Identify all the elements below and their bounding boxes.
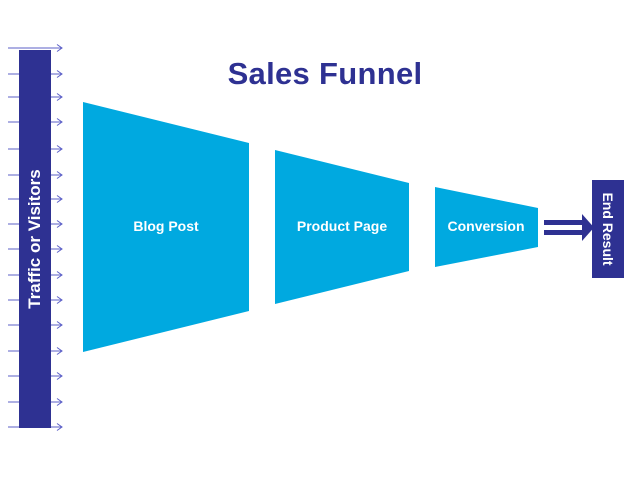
- end-result-bar: [592, 180, 624, 278]
- stage-label-product-page: Product Page: [296, 218, 388, 234]
- page-title: Sales Funnel: [227, 56, 423, 91]
- double-arrow-right-icon: [544, 214, 594, 241]
- stage-label-blog-post: Blog Post: [133, 218, 199, 234]
- arrow-right-icon: [8, 44, 63, 52]
- funnel-stage-blog-post: [83, 102, 249, 352]
- funnel-stage-conversion: [435, 187, 538, 267]
- traffic-label: Traffic or Visitors: [25, 169, 44, 309]
- stage-label-conversion: Conversion: [447, 218, 525, 234]
- funnel-stage-product-page: [275, 150, 409, 304]
- traffic-bar: [19, 50, 51, 428]
- end-result-label: End Result: [600, 192, 616, 266]
